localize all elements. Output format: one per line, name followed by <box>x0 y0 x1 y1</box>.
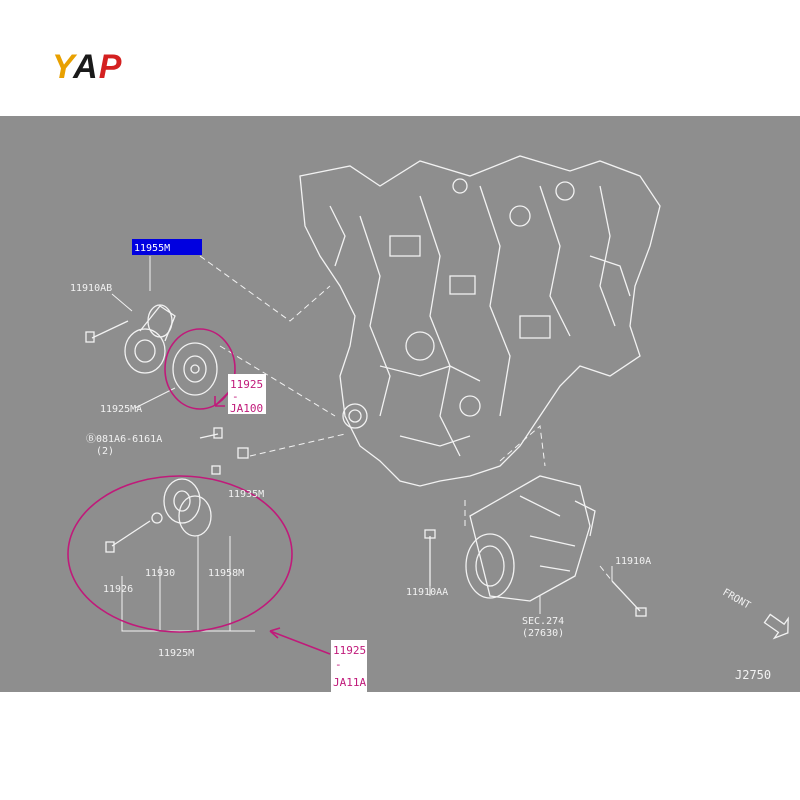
logo-letter-a: A <box>73 48 99 86</box>
label-11910ab: 11910AB <box>70 283 112 294</box>
parts-diagram: 11955M 11925 - JA100 11925 - JA11A 11910… <box>67 155 789 692</box>
label-11925m: 11925M <box>158 648 194 659</box>
callout-upper-line1: 11925 <box>230 378 263 391</box>
bolt-head-11910aa <box>424 529 436 539</box>
label-sec: SEC.274 <box>522 616 564 627</box>
idler-pulley-drawing <box>172 342 249 475</box>
label-bolt-qty: (2) <box>96 446 114 457</box>
label-11910a: 11910A <box>615 556 651 567</box>
header-part-box <box>132 239 202 255</box>
bolt-11910a-drawing <box>611 580 641 612</box>
callout-lower-line3: JA11A <box>333 676 366 689</box>
label-bolt: Ⓑ081A6-6161A <box>86 433 162 445</box>
label-11910aa: 11910AA <box>406 587 448 598</box>
highlight-circle-tensioner <box>67 475 293 633</box>
engine-block-drawing <box>299 155 661 487</box>
lower-pulley-drawing <box>105 478 212 553</box>
label-11925ma: 11925MA <box>100 404 142 415</box>
label-11926: 11926 <box>103 584 133 595</box>
arrow-upper <box>214 390 231 407</box>
compressor-drawing <box>465 475 596 602</box>
arrow-lower <box>269 627 331 655</box>
parts-diagram-panel: 11955M 11925 - JA100 11925 - JA11A 11910… <box>0 116 800 692</box>
callout-lower-line1: 11925 <box>333 644 366 657</box>
label-front: FRONT <box>721 587 753 612</box>
leader-lines <box>199 255 613 582</box>
label-code: J2750 <box>735 668 771 682</box>
yap-logo: YAP <box>52 48 122 87</box>
callout-upper-line2: - <box>232 390 239 403</box>
callout-box-upper <box>228 374 266 414</box>
part-leaders <box>111 256 613 632</box>
logo-letter-p: P <box>98 48 123 86</box>
label-11930: 11930 <box>145 568 175 579</box>
label-11935m: 11935M <box>228 489 264 500</box>
front-arrow-icon <box>763 613 789 640</box>
callout-box-lower <box>331 640 367 692</box>
label-11958m: 11958M <box>208 568 244 579</box>
header-part-number: 11955M <box>134 243 170 254</box>
label-sec-sub: (27630) <box>522 628 564 639</box>
bolt-head-11910a <box>635 607 647 617</box>
logo-letter-y: Y <box>52 48 74 86</box>
callout-upper-line3: JA100 <box>230 402 263 415</box>
callout-lower-line2: - <box>335 658 342 671</box>
tensioner-pulley-drawing <box>85 304 176 374</box>
highlight-circle-idler <box>164 328 236 410</box>
